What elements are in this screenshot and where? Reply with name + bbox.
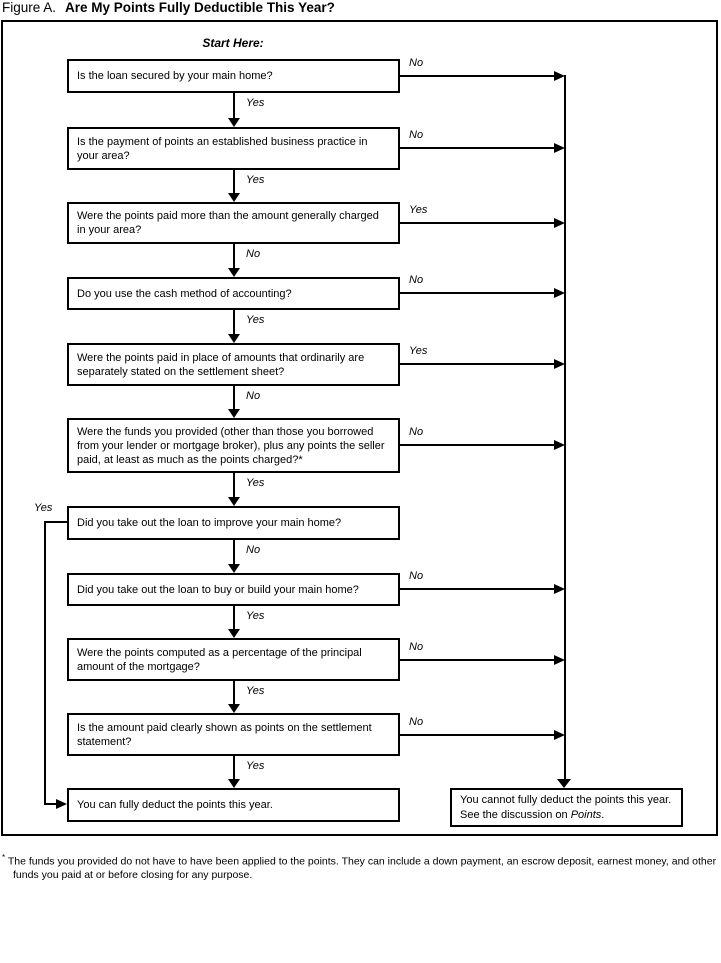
arrowhead-right-icon (554, 71, 565, 81)
connector-down-4 (233, 310, 235, 334)
footnote-text: The funds you provided do not have to ha… (7, 855, 717, 882)
footnote: * The funds you provided do not have to … (2, 851, 721, 883)
connector-down-3 (233, 244, 235, 268)
branch-label-side-3: Yes (409, 204, 428, 216)
arrowhead-down-icon (228, 564, 240, 573)
flowchart-frame: Start Here: Is the loan secured by your … (1, 20, 718, 836)
connector-right-10 (400, 734, 555, 736)
connector-down-1 (233, 93, 235, 118)
question-text: Is the amount paid clearly shown as poin… (77, 721, 372, 748)
figure-title: Figure A. Are My Points Fully Deductible … (2, 0, 335, 15)
question-text: Were the funds you provided (other than … (77, 425, 385, 466)
question-box-cash-method: Do you use the cash method of accounting… (67, 277, 400, 310)
arrowhead-right-icon (554, 143, 565, 153)
branch-label-down-9: Yes (246, 685, 265, 697)
branch-label-down-4: Yes (246, 314, 265, 326)
arrowhead-right-icon (554, 359, 565, 369)
arrowhead-down-icon (228, 268, 240, 277)
start-here-label: Start Here: (202, 36, 264, 50)
branch-label-down-6: Yes (246, 477, 265, 489)
question-text: Were the points paid more than the amoun… (77, 210, 379, 236)
result-text: You can fully deduct the points this yea… (77, 799, 273, 811)
connector-right-6 (400, 444, 555, 446)
connector-right-8 (400, 588, 555, 590)
branch-label-side-2: No (409, 129, 424, 141)
arrowhead-down-icon (228, 118, 240, 127)
connector-down-6 (233, 473, 235, 497)
connector-right-9 (400, 659, 555, 661)
question-text: Did you take out the loan to improve you… (77, 517, 342, 529)
branch-label-down-8: Yes (246, 610, 265, 622)
branch-label-side-6: No (409, 426, 424, 438)
branch-label-down-2: Yes (246, 174, 265, 186)
branch-label-side-4: No (409, 274, 424, 286)
branch-label-down-7: No (246, 544, 261, 556)
arrowhead-down-icon (228, 629, 240, 638)
arrowhead-down-icon (228, 779, 240, 788)
arrowhead-down-icon (557, 779, 571, 788)
question-text: Were the points computed as a percentage… (77, 646, 362, 673)
collector-line-no (564, 75, 566, 779)
branch-label-side-1: No (409, 57, 424, 69)
question-text: Is the loan secured by your main home? (77, 70, 273, 82)
left-branch-vertical-line (44, 521, 46, 805)
arrowhead-right-icon (56, 799, 67, 809)
connector-right-4 (400, 292, 555, 294)
question-text: Do you use the cash method of accounting… (77, 287, 292, 300)
connector-down-9 (233, 681, 235, 704)
arrowhead-down-icon (228, 193, 240, 202)
figure-label: Figure A. (2, 0, 57, 15)
arrowhead-down-icon (228, 334, 240, 343)
connector-right-1 (400, 75, 555, 77)
branch-label-down-1: Yes (246, 97, 265, 109)
question-box-percentage-principal: Were the points computed as a percentage… (67, 638, 400, 681)
arrowhead-down-icon (228, 409, 240, 418)
question-box-points-more-than-charged: Were the points paid more than the amoun… (67, 202, 400, 244)
arrowhead-down-icon (228, 704, 240, 713)
connector-down-5 (233, 386, 235, 409)
question-text: Were the points paid in place of amounts… (77, 351, 365, 378)
question-text: Is the payment of points an established … (77, 135, 368, 162)
question-text: Did you take out the loan to buy or buil… (77, 583, 359, 596)
connector-down-2 (233, 170, 235, 193)
arrowhead-right-icon (554, 288, 565, 298)
footnote-marker: * (2, 853, 6, 862)
branch-label-down-10: Yes (246, 760, 265, 772)
result-box-not-deductible: You cannot fully deduct the points this … (450, 788, 683, 827)
connector-down-7 (233, 540, 235, 564)
question-box-shown-on-statement: Is the amount paid clearly shown as poin… (67, 713, 400, 756)
arrowhead-right-icon (554, 440, 565, 450)
connector-down-8 (233, 606, 235, 629)
connector-down-10 (233, 756, 235, 779)
question-box-funds-provided: Were the funds you provided (other than … (67, 418, 400, 473)
question-box-business-practice: Is the payment of points an established … (67, 127, 400, 170)
branch-label-side-7: Yes (34, 502, 53, 514)
question-box-buy-build-home: Did you take out the loan to buy or buil… (67, 573, 400, 606)
left-branch-bottom-line (46, 803, 57, 805)
branch-label-side-10: No (409, 716, 424, 728)
page-title: Are My Points Fully Deductible This Year… (65, 0, 335, 15)
arrowhead-down-icon (228, 497, 240, 506)
connector-right-3 (400, 222, 555, 224)
points-reference: Points (570, 808, 602, 821)
result-text: You cannot fully deduct the points this … (460, 794, 672, 821)
connector-right-2 (400, 147, 555, 149)
branch-label-side-5: Yes (409, 345, 428, 357)
result-box-deductible: You can fully deduct the points this yea… (67, 788, 400, 822)
branch-label-side-8: No (409, 570, 424, 582)
connector-right-5 (400, 363, 555, 365)
branch-label-down-5: No (246, 390, 261, 402)
arrowhead-right-icon (554, 218, 565, 228)
arrowhead-right-icon (554, 655, 565, 665)
question-box-improve-home: Did you take out the loan to improve you… (67, 506, 400, 540)
left-branch-top-line (45, 521, 67, 523)
branch-label-down-3: No (246, 248, 261, 260)
question-box-loan-secured: Is the loan secured by your main home? (67, 59, 400, 93)
branch-label-side-9: No (409, 641, 424, 653)
arrowhead-right-icon (554, 584, 565, 594)
question-box-in-place-of-amounts: Were the points paid in place of amounts… (67, 343, 400, 386)
arrowhead-right-icon (554, 730, 565, 740)
